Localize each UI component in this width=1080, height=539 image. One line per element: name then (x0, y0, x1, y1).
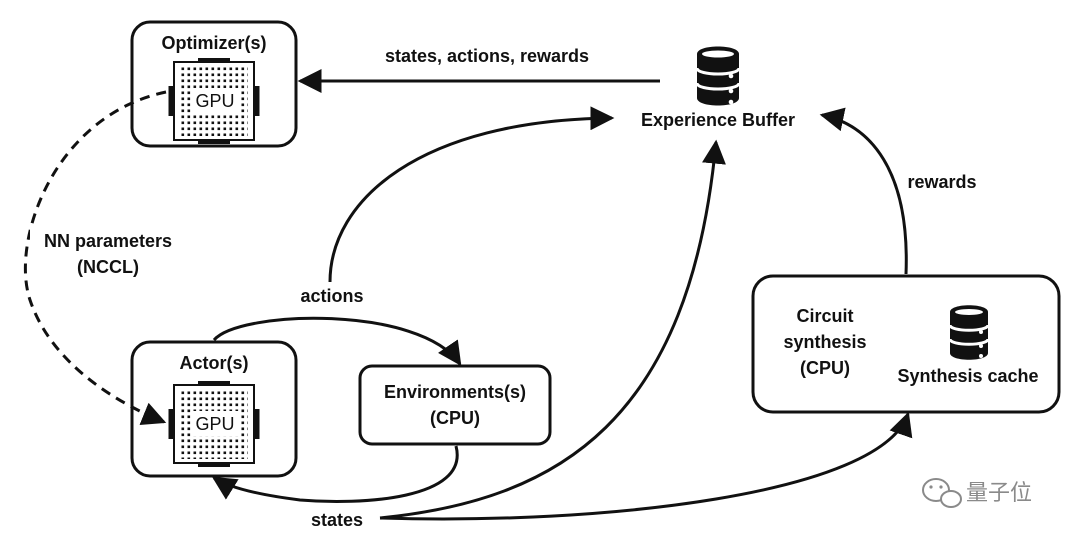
database-icon (695, 46, 741, 106)
edge-label-rewards: rewards (907, 172, 976, 192)
synthesis-cache-database-icon (948, 305, 990, 360)
actor-gpu-icon: GPU (168, 381, 260, 467)
wechat-icon (922, 478, 962, 508)
optimizer-gpu-label: GPU (195, 91, 234, 111)
edge-label-actions: actions (300, 286, 363, 306)
experience-buffer-node: Experience Buffer (641, 46, 795, 130)
watermark-text: 量子位 (966, 481, 1032, 506)
edge-nn-parameters: NN parameters (NCCL) (23, 90, 200, 425)
edge-label-states: states (311, 510, 363, 530)
environments-node: Environments(s) (CPU) (358, 364, 552, 446)
synthesis-cache-label: Synthesis cache (897, 366, 1038, 386)
optimizer-node: Optimizer(s) GPU (130, 20, 298, 148)
actor-node: Actor(s) GPU (130, 340, 298, 478)
edge-actions-to-buffer (328, 106, 615, 283)
circuit-synthesis-node: Circuit synthesis (CPU) Synthesis cache (751, 274, 1061, 414)
optimizer-label: Optimizer(s) (161, 33, 266, 53)
experience-buffer-label: Experience Buffer (641, 110, 795, 130)
circuit-synthesis-label-line3: (CPU) (800, 358, 850, 378)
actor-gpu-label: GPU (195, 414, 234, 434)
edge-actor-to-environments: actions (212, 286, 462, 366)
edge-states-to-synthesis: states (311, 411, 913, 530)
environments-label-line2: (CPU) (430, 408, 480, 428)
actor-label: Actor(s) (179, 353, 248, 373)
edge-buffer-to-optimizer: states, actions, rewards (297, 46, 660, 93)
edge-label-states-actions-rewards: states, actions, rewards (385, 46, 589, 66)
edge-states-to-buffer (379, 139, 726, 520)
optimizer-gpu-icon: GPU (168, 58, 260, 144)
edge-environments-to-actor (211, 445, 459, 504)
environments-label-line1: Environments(s) (384, 382, 526, 402)
circuit-synthesis-label-line1: Circuit (796, 306, 853, 326)
edge-label-nccl: (NCCL) (77, 257, 139, 277)
watermark: 量子位 (922, 478, 1032, 508)
edge-synthesis-to-buffer: rewards (819, 107, 977, 275)
edge-label-nn-parameters: NN parameters (44, 231, 172, 251)
circuit-synthesis-label-line2: synthesis (783, 332, 866, 352)
